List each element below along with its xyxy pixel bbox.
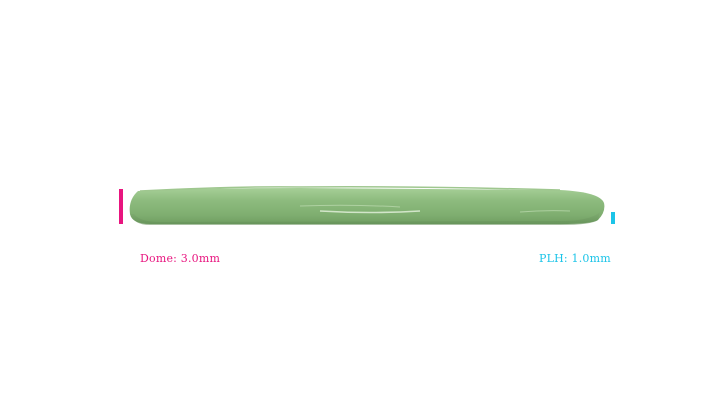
dome-marker <box>119 189 123 224</box>
disc-highlight-2 <box>299 204 401 208</box>
plh-label: PLH: 1.0mm <box>539 252 611 265</box>
dome-label: Dome: 3.0mm <box>140 252 221 265</box>
disc-top-edge <box>139 186 561 192</box>
disc-highlight <box>319 210 421 214</box>
disc-highlight-3 <box>519 210 571 213</box>
disc-rim <box>130 212 600 225</box>
plh-marker <box>611 212 615 224</box>
